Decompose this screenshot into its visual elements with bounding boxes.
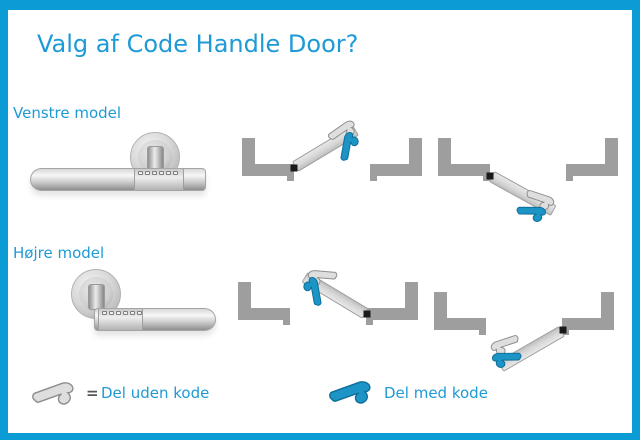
diagram-venstre-open-away xyxy=(242,119,422,181)
hinge-dot xyxy=(363,310,371,318)
wall-right xyxy=(366,282,418,325)
legend-label-med-kode: Del med kode xyxy=(384,384,488,402)
wall-left xyxy=(238,282,290,325)
door-leaf xyxy=(498,326,565,372)
code-button xyxy=(173,171,178,175)
hojre-handle-photo xyxy=(22,260,227,375)
code-button xyxy=(159,171,164,175)
code-button xyxy=(138,171,143,175)
code-pad xyxy=(134,169,184,190)
hinge-dot xyxy=(290,164,298,172)
page-title: Valg af Code Handle Door? xyxy=(37,30,359,58)
legend-label-uden-kode: Del uden kode xyxy=(101,384,210,402)
code-button xyxy=(166,171,171,175)
wall-left xyxy=(438,138,490,181)
lever-with-code-icon xyxy=(329,381,371,404)
hinge-dot xyxy=(559,326,567,334)
wall-right xyxy=(562,292,614,335)
hinge-dot xyxy=(486,172,494,180)
diagram-hojre-open-away xyxy=(238,264,418,325)
wall-left xyxy=(434,292,486,335)
wall-left xyxy=(242,138,294,181)
diagram-hojre-open-toward xyxy=(434,292,614,372)
diagram-venstre-open-toward xyxy=(438,138,618,224)
venstre-handle-photo xyxy=(26,120,231,235)
code-pad xyxy=(98,309,143,330)
legend-equals-sign: = xyxy=(86,384,99,402)
code-button xyxy=(145,171,150,175)
legend-lever-without-code-icon xyxy=(32,382,74,405)
wall-right xyxy=(566,138,618,181)
code-button xyxy=(116,311,121,315)
code-button xyxy=(123,311,128,315)
code-button xyxy=(109,311,114,315)
lever-without-code-icon xyxy=(32,382,74,405)
hojre-model-label: Højre model xyxy=(13,244,105,262)
legend-lever-with-code-icon xyxy=(329,381,371,404)
code-button xyxy=(152,171,157,175)
code-button xyxy=(102,311,107,315)
code-button xyxy=(130,311,135,315)
venstre-model-label: Venstre model xyxy=(13,104,122,122)
code-button xyxy=(137,311,142,315)
wall-right xyxy=(370,138,422,181)
handle-neck xyxy=(88,284,105,310)
